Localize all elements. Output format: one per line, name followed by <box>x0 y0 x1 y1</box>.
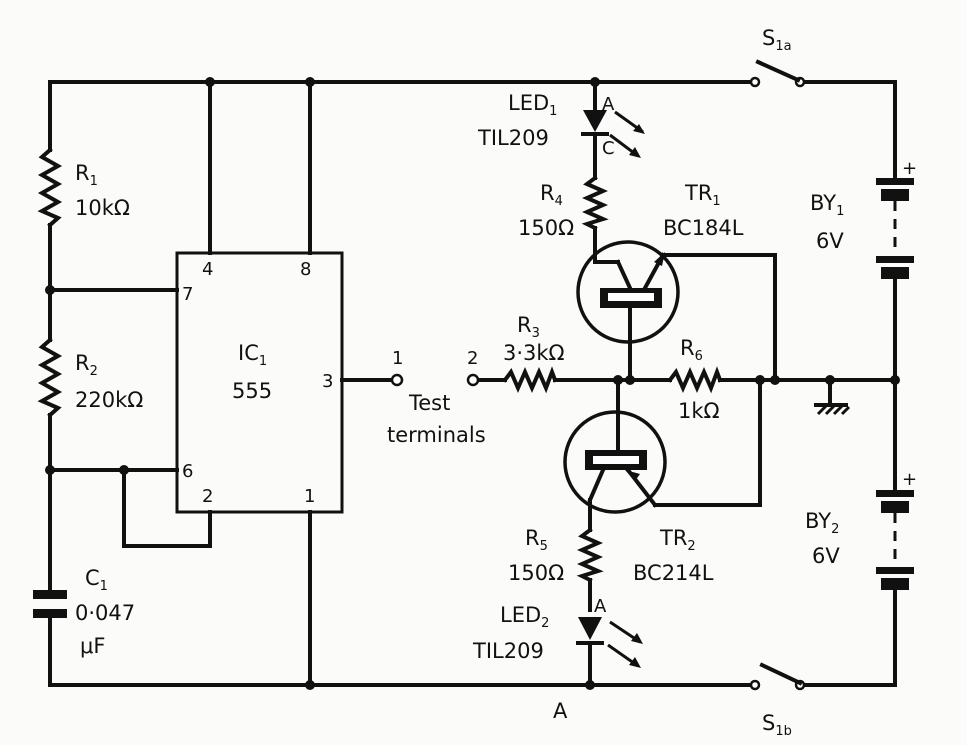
tr1-label: TR1 <box>684 181 721 209</box>
by2-label: BY2 <box>805 509 839 537</box>
ic1-pin-2: 2 <box>202 486 213 507</box>
c1-value: 0·047 <box>75 601 135 625</box>
node-a-label: A <box>553 699 568 723</box>
by1-battery <box>876 178 914 279</box>
tr2-transistor <box>563 410 667 514</box>
ic1-label: IC1 <box>238 341 267 369</box>
tr1-part: BC184L <box>663 216 744 240</box>
test-terminal-2[interactable] <box>466 373 480 387</box>
r3-value: 3·3kΩ <box>503 341 565 365</box>
r5-resistor <box>576 527 604 583</box>
by2-plus: + <box>902 469 917 490</box>
r6-label: R6 <box>680 336 703 364</box>
ic1-pin-4: 4 <box>202 259 213 280</box>
led1-cathode-label: C <box>602 138 615 159</box>
r2-resistor <box>37 337 63 418</box>
by1-value: 6V <box>816 229 844 253</box>
led2-diode <box>576 617 643 668</box>
test-terminal-1[interactable] <box>390 373 404 387</box>
led1-diode <box>581 110 645 158</box>
ground-symbol <box>814 403 851 416</box>
r5-value: 150Ω <box>508 561 564 585</box>
c1-capacitor <box>33 590 67 618</box>
r1-value: 10kΩ <box>75 196 130 220</box>
by2-value: 6V <box>812 544 840 568</box>
test-terminals-line1: Test <box>408 391 450 415</box>
test-terminals-line2: terminals <box>387 423 486 447</box>
r1-resistor <box>37 147 63 228</box>
ic1-box <box>175 251 344 514</box>
led2-anode-label: A <box>594 596 607 617</box>
ic1-pin-3: 3 <box>322 371 333 392</box>
ic1-pin-8: 8 <box>300 259 311 280</box>
ic1-pin-6: 6 <box>182 461 193 482</box>
r6-value: 1kΩ <box>678 399 720 423</box>
r4-value: 150Ω <box>518 216 574 240</box>
r3-label: R3 <box>517 313 540 341</box>
test-terminal-1-label: 1 <box>392 348 403 369</box>
ic1-pin-7: 7 <box>182 284 193 305</box>
test-terminal-2-label: 2 <box>467 348 478 369</box>
tr2-label: TR2 <box>659 526 696 554</box>
r2-value: 220kΩ <box>75 388 143 412</box>
s1b-switch[interactable] <box>749 662 806 691</box>
r4-label: R4 <box>540 181 563 209</box>
ic1-pin-1: 1 <box>304 486 315 507</box>
s1a-label: S1a <box>762 26 792 54</box>
r6-resistor <box>667 366 723 394</box>
by1-label: BY1 <box>810 191 844 219</box>
s1a-switch[interactable] <box>749 59 806 88</box>
r3-resistor <box>502 366 558 394</box>
by2-battery <box>876 490 914 590</box>
led2-label: LED2 <box>500 603 549 631</box>
c1-label: C1 <box>85 566 108 594</box>
led1-label: LED1 <box>508 91 557 119</box>
r2-label: R2 <box>75 351 98 379</box>
led1-anode-label: A <box>602 94 615 115</box>
tr2-part: BC214L <box>633 561 714 585</box>
led1-part: TIL209 <box>477 126 549 150</box>
ic1-type: 555 <box>232 379 272 403</box>
r5-label: R5 <box>525 526 548 554</box>
junctions <box>45 77 900 690</box>
led2-part: TIL209 <box>472 639 544 663</box>
s1b-label: S1b <box>762 711 792 739</box>
tr1-transistor <box>576 240 680 344</box>
r4-resistor <box>581 175 609 231</box>
c1-unit: μF <box>80 634 105 658</box>
by1-plus: + <box>902 158 917 179</box>
r1-label: R1 <box>75 161 98 189</box>
